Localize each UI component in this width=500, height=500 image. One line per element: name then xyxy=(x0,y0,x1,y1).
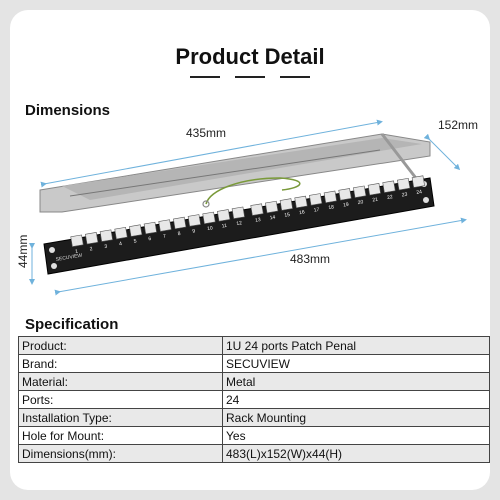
spec-key: Hole for Mount: xyxy=(18,426,223,445)
spec-key: Product: xyxy=(18,336,223,355)
port-jack xyxy=(353,185,367,198)
spec-value: 1U 24 ports Patch Penal xyxy=(222,336,490,355)
spec-row: Hole for Mount:Yes xyxy=(18,426,490,445)
port-jack xyxy=(294,195,308,209)
mount-hole xyxy=(423,197,429,203)
port-jack xyxy=(397,177,411,191)
port-number: 15 xyxy=(284,212,291,219)
specification-heading: Specification xyxy=(25,316,119,333)
mount-hole xyxy=(49,247,55,253)
tray-slot-line xyxy=(69,149,381,197)
port-jack xyxy=(309,193,323,206)
side-arrow xyxy=(423,133,461,171)
port-jack xyxy=(85,232,99,245)
side-label: 152mm xyxy=(438,118,479,132)
spec-value: Metal xyxy=(222,372,490,391)
port-number: 22 xyxy=(387,194,394,201)
port-jack xyxy=(265,200,279,214)
spec-row: Product:1U 24 ports Patch Penal xyxy=(18,336,490,355)
spec-value: Yes xyxy=(222,426,490,445)
port-jack xyxy=(187,214,201,227)
spec-key: Dimensions(mm): xyxy=(18,444,223,463)
port-jack xyxy=(70,234,84,247)
port-jack xyxy=(411,175,425,188)
port-jack xyxy=(129,224,143,237)
spec-key: Ports: xyxy=(18,390,223,409)
spec-row: Material:Metal xyxy=(18,372,490,391)
port-jack xyxy=(367,183,381,196)
port-jack xyxy=(217,209,231,222)
port-number: 21 xyxy=(372,197,379,204)
height-label: 44mm xyxy=(16,234,30,268)
mount-hole xyxy=(51,263,57,269)
port-jack xyxy=(158,219,172,232)
title-underline xyxy=(280,76,310,78)
ground-terminal xyxy=(202,200,210,208)
spec-value: SECUVIEW xyxy=(222,354,490,373)
port-number: 18 xyxy=(328,204,335,211)
port-number: 19 xyxy=(343,202,350,209)
port-jack xyxy=(231,206,245,219)
spec-key: Brand: xyxy=(18,354,223,373)
port-jack xyxy=(114,226,128,240)
port-number: 17 xyxy=(313,207,320,214)
port-jack xyxy=(323,190,337,204)
title-underline xyxy=(235,76,265,78)
title-underline xyxy=(190,76,220,78)
width-arrow xyxy=(54,217,467,296)
port-jack xyxy=(279,198,293,211)
port-jack xyxy=(143,221,157,235)
depth-label: 435mm xyxy=(186,126,227,140)
port-jack xyxy=(250,203,264,216)
port-number: 20 xyxy=(357,199,364,206)
spec-row: Ports:24 xyxy=(18,390,490,409)
dimensions-heading: Dimensions xyxy=(25,102,111,119)
depth-arrow xyxy=(40,119,383,188)
port-number: 16 xyxy=(299,209,306,216)
width-label: 483mm xyxy=(290,252,331,266)
port-jack xyxy=(173,216,187,230)
spec-value: Rack Mounting xyxy=(222,408,490,427)
port-number: 23 xyxy=(401,192,408,199)
spec-row: Dimensions(mm):483(L)x152(W)x44(H) xyxy=(18,444,490,463)
spec-row: Brand:SECUVIEW xyxy=(18,354,490,373)
spec-key: Installation Type: xyxy=(18,408,223,427)
spec-row: Installation Type:Rack Mounting xyxy=(18,408,490,427)
page-title: Product Detail xyxy=(175,44,325,69)
port-number: 24 xyxy=(416,189,423,196)
port-jack xyxy=(202,211,216,225)
port-jack xyxy=(338,188,352,201)
port-jack xyxy=(99,229,113,242)
spec-value: 483(L)x152(W)x44(H) xyxy=(222,444,490,463)
spec-value: 24 xyxy=(222,390,490,409)
spec-key: Material: xyxy=(18,372,223,391)
port-jack xyxy=(382,180,396,193)
